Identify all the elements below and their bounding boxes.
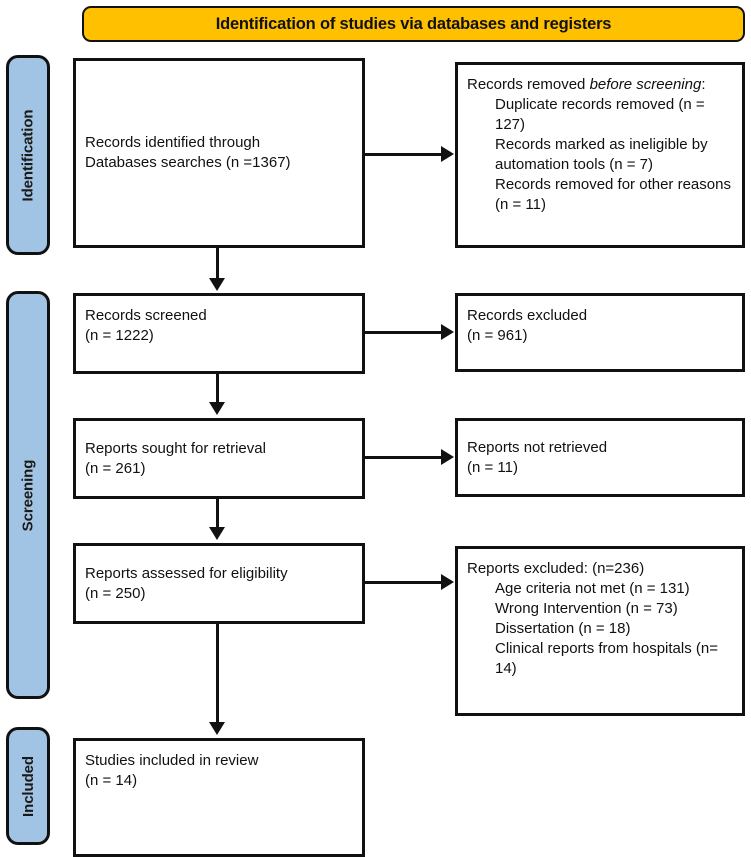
node-studies-included: Studies included in review (n = 14) <box>73 738 365 857</box>
node-records-screened-text: Records screened (n = 1222) <box>85 307 207 344</box>
stage-label-identification: Identification <box>6 55 50 255</box>
node-records-screened: Records screened (n = 1222) <box>73 293 365 374</box>
stage-label-included: Included <box>6 727 50 845</box>
node-records-removed-heading: Records removed before screening: <box>467 75 733 95</box>
arrow-down-icon <box>209 402 225 415</box>
node-reports-excluded-heading: Reports excluded: (n=236) <box>467 560 645 577</box>
list-item: Wrong Intervention (n = 73) <box>495 599 678 617</box>
node-records-excluded: Records excluded (n = 961) <box>455 293 745 372</box>
node-records-removed: Records removed before screening: Duplic… <box>455 62 745 248</box>
arrow-right-icon <box>441 574 454 590</box>
node-reports-not-retrieved-text: Reports not retrieved (n = 11) <box>467 438 608 476</box>
diagram-title: Identification of studies via databases … <box>215 14 612 33</box>
connector-assessed-to-included <box>216 624 219 725</box>
connector-assessed-to-reports-excluded <box>365 581 443 584</box>
node-records-removed-heading-colon: : <box>701 76 706 93</box>
list-item: Clinical reports from hospitals (n= 14) <box>495 639 719 677</box>
connector-identified-to-removed <box>365 153 443 156</box>
arrow-right-icon <box>441 449 454 465</box>
node-reports-sought-text: Reports sought for retrieval (n = 261) <box>85 439 266 477</box>
stage-label-screening: Screening <box>6 291 50 699</box>
arrow-right-icon <box>441 146 454 162</box>
connector-screened-to-excluded <box>365 331 443 334</box>
node-reports-sought: Reports sought for retrieval (n = 261) <box>73 418 365 499</box>
node-records-removed-heading-italic-1: before <box>589 76 633 93</box>
arrow-down-icon <box>209 527 225 540</box>
node-reports-not-retrieved: Reports not retrieved (n = 11) <box>455 418 745 497</box>
arrow-right-icon <box>441 324 454 340</box>
list-item: Dissertation (n = 18) <box>495 619 631 637</box>
node-studies-included-text: Studies included in review (n = 14) <box>85 752 259 789</box>
list-item: Records marked as ineligible by automati… <box>495 135 708 173</box>
connector-sought-to-not-retrieved <box>365 456 443 459</box>
arrow-down-icon <box>209 722 225 735</box>
node-reports-excluded: Reports excluded: (n=236) Age criteria n… <box>455 546 745 716</box>
node-reports-assessed-text: Reports assessed for eligibility (n = 25… <box>85 564 288 602</box>
arrow-down-icon <box>209 278 225 291</box>
stage-label-screening-text: Screening <box>19 459 37 531</box>
node-records-removed-heading-italic-2: screening <box>636 76 702 93</box>
stage-label-identification-text: Identification <box>19 109 37 201</box>
node-records-removed-list: Duplicate records removed (n = 127) Reco… <box>467 95 733 215</box>
connector-screened-to-sought <box>216 374 219 405</box>
node-records-removed-heading-plain: Records removed <box>467 76 590 93</box>
node-records-identified: Records identified through Databases sea… <box>73 58 365 248</box>
list-item: Age criteria not met (n = 131) <box>495 579 690 597</box>
list-item: Duplicate records removed (n = 127) <box>495 95 705 133</box>
connector-identified-to-screened <box>216 248 219 281</box>
node-records-identified-text: Records identified through Databases sea… <box>85 134 291 171</box>
node-reports-excluded-list: Age criteria not met (n = 131) Wrong Int… <box>467 579 733 679</box>
stage-label-included-text: Included <box>19 755 37 817</box>
diagram-header-banner: Identification of studies via databases … <box>82 6 745 42</box>
node-records-excluded-text: Records excluded (n = 961) <box>467 307 588 344</box>
connector-sought-to-assessed <box>216 499 219 530</box>
node-reports-assessed: Reports assessed for eligibility (n = 25… <box>73 543 365 624</box>
list-item: Records removed for other reasons (n = 1… <box>495 175 731 213</box>
